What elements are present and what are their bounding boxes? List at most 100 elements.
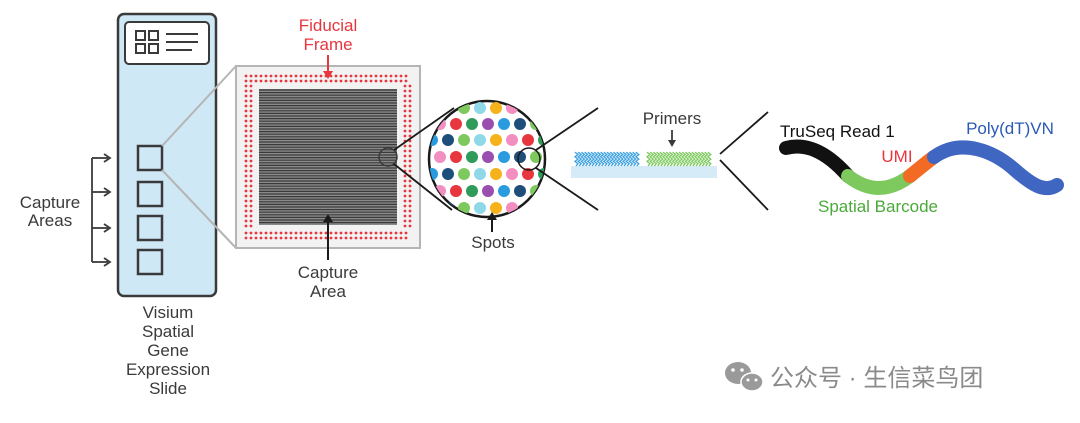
primer-strand [697, 151, 703, 167]
fiducial-dot [244, 159, 248, 163]
watermark-text: 公众号 · 生信菜鸟团 [770, 365, 983, 392]
fiducial-dot [254, 231, 258, 235]
fiducial-dot [403, 219, 407, 223]
spots-arrow [487, 212, 497, 232]
primer-strand [677, 151, 684, 167]
fiducial-dot [408, 144, 412, 148]
fiducial-dot [279, 231, 283, 235]
fiducial-dot [408, 99, 412, 103]
fiducial-dot [279, 79, 283, 83]
primer-strand [573, 151, 580, 167]
fiducial-dot [244, 124, 248, 128]
fiducial-dot [249, 79, 253, 83]
fiducial-dot [403, 194, 407, 198]
fiducial-dot [249, 199, 253, 203]
fiducial-dot [274, 79, 278, 83]
fiducial-dot [334, 74, 338, 78]
fiducial-dot [294, 236, 298, 240]
fiducial-arrow [323, 55, 333, 79]
fiducial-dot [369, 79, 373, 83]
fiducial-dot [284, 74, 288, 78]
fiducial-dot [403, 94, 407, 98]
fiducial-dot [254, 236, 258, 240]
fiducial-dot [244, 164, 248, 168]
fiducial-dot [314, 79, 318, 83]
fiducial-dot [399, 79, 403, 83]
fiducial-dot [403, 114, 407, 118]
fiducial-dot [244, 104, 248, 108]
fiducial-dot [408, 224, 412, 228]
fiducial-dot [364, 79, 368, 83]
spot [514, 151, 526, 163]
fiducial-dot [249, 194, 253, 198]
capture-oligo [779, 139, 1064, 196]
polydt-label: Poly(dT)VN [966, 119, 1054, 138]
primer-strand [625, 151, 631, 167]
spot [490, 202, 502, 214]
fiducial-dot [249, 164, 253, 168]
fiducial-dot [299, 74, 303, 78]
fiducial-dot [244, 189, 248, 193]
fiducial-dot [269, 79, 273, 83]
capture-area-square-3 [136, 214, 164, 242]
primer-strand [583, 151, 589, 167]
polydt-segment [927, 140, 1064, 196]
spot [450, 185, 462, 197]
fiducial-dot [404, 79, 408, 83]
fiducial-dot [249, 139, 253, 143]
fiducial-dot [304, 74, 308, 78]
watermark: 公众号 · 生信菜鸟团 [725, 362, 983, 392]
fiducial-dot [244, 99, 248, 103]
fiducial-dot [408, 104, 412, 108]
fiducial-dot [334, 231, 338, 235]
fiducial-dot [244, 89, 248, 93]
fiducial-dot [244, 79, 248, 83]
fiducial-dot [369, 231, 373, 235]
slide-body [116, 12, 218, 298]
fiducial-dot [244, 129, 248, 133]
fiducial-dot [403, 224, 407, 228]
fiducial-dot [374, 231, 378, 235]
fiducial-dot [299, 236, 303, 240]
primers-label: Primers [643, 109, 702, 128]
fiducial-dot [403, 104, 407, 108]
fiducial-dot [408, 214, 412, 218]
wechat-icon [725, 362, 764, 392]
spot [490, 168, 502, 180]
spot [498, 185, 510, 197]
fiducial-dot [349, 74, 353, 78]
fiducial-dot [269, 74, 273, 78]
fiducial-dot [244, 144, 248, 148]
fiducial-dot [294, 231, 298, 235]
fiducial-dot [344, 236, 348, 240]
fiducial-dot [259, 231, 263, 235]
fiducial-dot [249, 204, 253, 208]
spots-label: Spots [471, 233, 514, 252]
slide-label-2: Spatial [142, 322, 194, 341]
fiducial-dot [408, 194, 412, 198]
spot [482, 151, 494, 163]
fiducial-dot [324, 236, 328, 240]
fiducial-dot [408, 124, 412, 128]
fiducial-dot [374, 236, 378, 240]
fiducial-dot [249, 169, 253, 173]
fiducial-dot [354, 79, 358, 83]
strand-zoom-line-top [719, 111, 769, 155]
fiducial-dot [408, 199, 412, 203]
fiducial-dot [244, 214, 248, 218]
spot [429, 168, 438, 180]
capture-areas-label-1: Capture [20, 193, 80, 212]
fiducial-dot [249, 236, 253, 240]
fiducial-dot [319, 236, 323, 240]
fiducial-dot [249, 149, 253, 153]
primer-strand [671, 151, 677, 167]
fiducial-dot [284, 236, 288, 240]
fiducial-dot [249, 114, 253, 118]
primer-strand [655, 151, 661, 167]
fiducial-dot [249, 99, 253, 103]
fiducial-dot [249, 224, 253, 228]
fiducial-dot [403, 189, 407, 193]
fiducial-dot [408, 119, 412, 123]
primer-strand [577, 151, 583, 167]
fiducial-dot [408, 149, 412, 153]
